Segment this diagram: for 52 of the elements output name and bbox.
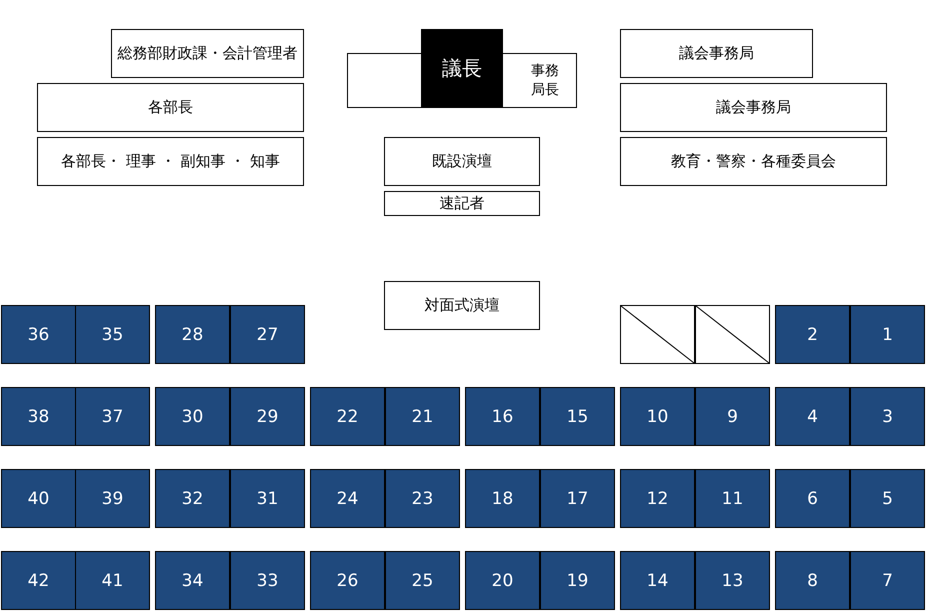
seat-box: 17 (540, 469, 615, 528)
label-box: 各部長 (37, 83, 304, 132)
label-box: 総務部財政課・会計管理者 (111, 29, 304, 78)
seat-box: 11 (695, 469, 770, 528)
chair-box: 議長 (421, 29, 503, 108)
seat-box: 31 (230, 469, 305, 528)
seat-box: 21 (385, 387, 460, 446)
seat-box: 28 (155, 305, 230, 364)
seat-box: 39 (75, 469, 150, 528)
label-box: 議会事務局 (620, 83, 887, 132)
seat-box: 8 (775, 551, 850, 610)
seat-box: 4 (775, 387, 850, 446)
seat-box: 16 (465, 387, 540, 446)
seat-box: 20 (465, 551, 540, 610)
seat-box: 30 (155, 387, 230, 446)
seat-box: 9 (695, 387, 770, 446)
seat-box: 2 (775, 305, 850, 364)
seat-box: 22 (310, 387, 385, 446)
seat-box: 13 (695, 551, 770, 610)
seat-box: 36 (1, 305, 76, 364)
seat-box: 42 (1, 551, 76, 610)
seat-box: 6 (775, 469, 850, 528)
seat-box: 35 (75, 305, 150, 364)
seat-box: 7 (850, 551, 925, 610)
seat-box: 1 (850, 305, 925, 364)
seat-box: 40 (1, 469, 76, 528)
seat-box: 24 (310, 469, 385, 528)
seat-box: 38 (1, 387, 76, 446)
seat-box: 23 (385, 469, 460, 528)
seat-box: 18 (465, 469, 540, 528)
seat-box: 15 (540, 387, 615, 446)
stenographer-box: 速記者 (384, 191, 540, 216)
seat-box: 3 (850, 387, 925, 446)
seat-box: 14 (620, 551, 695, 610)
seat-box: 26 (310, 551, 385, 610)
seat-box: 27 (230, 305, 305, 364)
podium-box: 既設演壇 (384, 137, 540, 186)
seat-box: 32 (155, 469, 230, 528)
seat-box: 41 (75, 551, 150, 610)
label-box: 教育・警察・各種委員会 (620, 137, 887, 186)
seat-box: 37 (75, 387, 150, 446)
seat-box: 19 (540, 551, 615, 610)
seat-box: 33 (230, 551, 305, 610)
seat-box: 10 (620, 387, 695, 446)
label-box: 議会事務局 (620, 29, 813, 78)
seat-box: 5 (850, 469, 925, 528)
podium-box: 対面式演壇 (384, 281, 540, 330)
seat-box: 34 (155, 551, 230, 610)
seat-box: 29 (230, 387, 305, 446)
seat-box: 12 (620, 469, 695, 528)
seat-box: 25 (385, 551, 460, 610)
label-box: 各部長・ 理事 ・ 副知事 ・ 知事 (37, 137, 304, 186)
